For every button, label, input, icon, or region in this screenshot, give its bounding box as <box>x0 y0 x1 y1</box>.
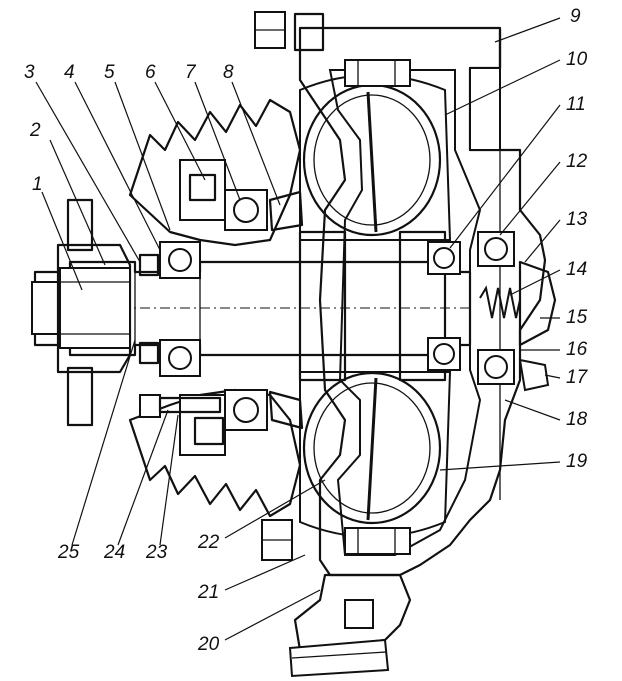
callout-1: 1 <box>32 174 43 195</box>
callout-labels: 1 2 3 4 5 6 7 8 9 10 11 12 13 14 15 16 1… <box>24 6 589 655</box>
leader-5 <box>114 81 171 231</box>
leader-24 <box>117 409 169 546</box>
bearings <box>159 189 515 431</box>
leader-21 <box>224 554 306 591</box>
bottom-outlet <box>288 573 412 678</box>
callout-25: 25 <box>57 542 80 563</box>
callout-11: 11 <box>566 94 586 115</box>
callout-2: 2 <box>29 120 41 141</box>
callout-5: 5 <box>104 62 115 83</box>
leader-14 <box>509 269 561 296</box>
callout-19: 19 <box>566 451 588 472</box>
leader-19 <box>439 461 561 471</box>
leader-lines <box>35 17 561 641</box>
callout-13: 13 <box>566 209 588 230</box>
impeller-turbine-pair <box>298 74 452 538</box>
leader-9 <box>494 17 561 43</box>
bearing-left-front <box>159 241 201 377</box>
callout-17: 17 <box>566 367 589 388</box>
leader-11 <box>449 104 561 249</box>
callout-7: 7 <box>185 62 197 83</box>
callout-8: 8 <box>223 62 234 83</box>
leader-22 <box>224 479 326 539</box>
leader-8 <box>231 81 281 206</box>
callout-12: 12 <box>566 151 588 172</box>
leader-1 <box>41 191 83 291</box>
callout-14: 14 <box>566 259 587 280</box>
callout-16: 16 <box>566 339 588 360</box>
fasteners <box>254 11 411 561</box>
callout-22: 22 <box>197 532 220 553</box>
leader-13 <box>524 219 561 263</box>
callout-10: 10 <box>566 49 588 70</box>
leader-23 <box>159 414 179 546</box>
leader-20 <box>224 589 321 641</box>
callout-6: 6 <box>145 62 156 83</box>
bearing-pulley <box>224 189 268 431</box>
leader-10 <box>444 59 561 116</box>
bearing-center <box>427 241 461 371</box>
callout-24: 24 <box>103 542 125 563</box>
leader-6 <box>154 81 206 181</box>
callout-3: 3 <box>24 62 35 83</box>
leader-3 <box>35 81 141 263</box>
callout-18: 18 <box>566 409 588 430</box>
callout-15: 15 <box>566 307 588 328</box>
callout-20: 20 <box>197 634 220 655</box>
leader-12 <box>499 161 561 236</box>
leader-17 <box>544 374 561 379</box>
leader-7 <box>194 81 241 201</box>
leader-18 <box>504 399 561 421</box>
seals-and-cover <box>138 173 557 446</box>
callout-4: 4 <box>64 62 75 83</box>
bearing-right <box>477 231 515 385</box>
leader-4 <box>74 81 161 251</box>
callout-21: 21 <box>197 582 219 603</box>
callout-23: 23 <box>145 542 168 563</box>
callout-9: 9 <box>570 6 581 27</box>
leader-2 <box>49 139 106 266</box>
leader-25 <box>71 339 136 546</box>
